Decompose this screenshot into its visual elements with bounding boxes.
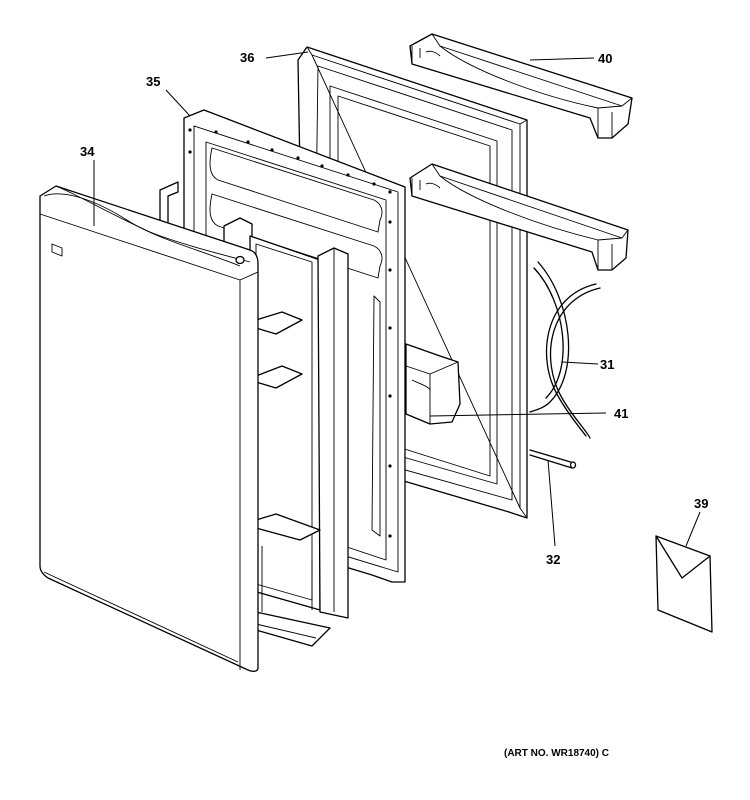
- art-number: (ART NO. WR18740) C: [504, 748, 609, 759]
- rod-32: [529, 449, 577, 469]
- outer-door-34: [39, 185, 259, 672]
- label-part-36: 36: [240, 50, 254, 65]
- small-bin-41: [405, 343, 461, 425]
- wire-retainer-31: [529, 261, 601, 439]
- instruction-packet-39: [655, 535, 713, 633]
- door-shelf-bin-40: [409, 33, 633, 139]
- door-shelf-bin-lower: [409, 163, 629, 271]
- label-part-41: 41: [614, 406, 628, 421]
- leader-lines: [93, 51, 701, 547]
- label-part-34: 34: [80, 144, 95, 159]
- label-part-40: 40: [598, 51, 612, 66]
- label-part-31: 31: [600, 357, 614, 372]
- label-part-32: 32: [546, 552, 560, 567]
- label-part-35: 35: [146, 74, 160, 89]
- label-part-39: 39: [694, 496, 708, 511]
